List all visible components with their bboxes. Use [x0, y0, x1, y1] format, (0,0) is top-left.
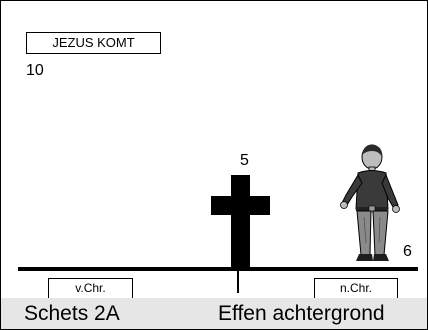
person-number: 6: [403, 243, 412, 260]
era-label-bc: v.Chr.: [48, 278, 133, 299]
timeline-center-tick: [237, 271, 239, 293]
era-label-ad: n.Chr.: [314, 278, 398, 299]
title-box: JEZUS KOMT: [26, 32, 161, 54]
cross-icon: [211, 175, 270, 267]
cross-number: 5: [240, 152, 249, 169]
caption-left: Schets 2A: [24, 302, 120, 325]
person-icon: [340, 144, 400, 261]
timeline-line: [18, 267, 418, 271]
caption-bar: Schets 2A Effen achtergrond: [1, 298, 427, 329]
caption-right: Effen achtergrond: [218, 302, 385, 325]
number-10: 10: [26, 62, 44, 79]
